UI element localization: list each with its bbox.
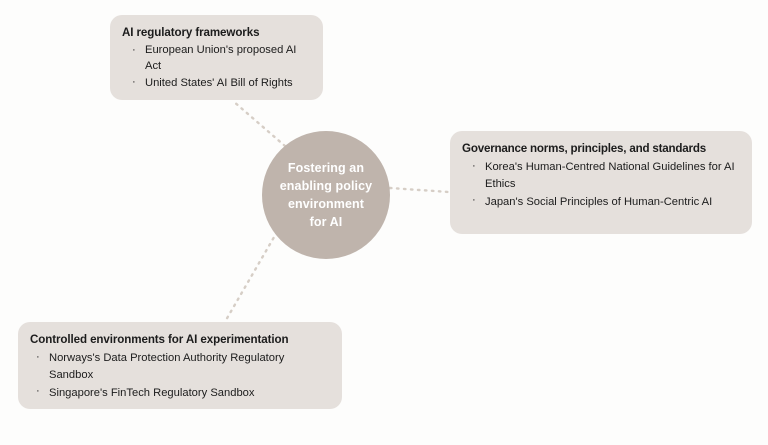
card-title: AI regulatory frameworks [122,26,260,39]
bullet-icon: · [472,159,476,172]
card-item-list: · European Union's proposed AI Act · Uni… [122,43,311,92]
list-item-text: European Union's proposed AI Act [145,44,297,72]
list-item: · Japan's Social Principles of Human-Cen… [472,194,740,211]
bullet-icon: · [36,385,40,398]
list-item-text: Japan's Social Principles of Human-Centr… [485,195,713,208]
hub-circle: Fostering an enabling policy environment… [262,131,390,259]
list-item: · European Union's proposed AI Act [132,43,311,75]
list-item: · United States' AI Bill of Rights [132,76,311,92]
list-item-text: Singapore's FinTech Regulatory Sandbox [49,386,255,399]
card-title: Controlled environments for AI experimen… [30,333,289,346]
card-item-list: · Norways's Data Protection Authority Re… [30,350,330,401]
list-item-text: Korea's Human-Centred National Guideline… [485,161,735,190]
connector-hub-to-frameworks [231,99,287,148]
bullet-icon: · [132,43,136,56]
card-title: Governance norms, principles, and standa… [462,142,706,155]
list-item-text: United States' AI Bill of Rights [145,76,293,89]
bullet-icon: · [472,194,476,207]
card-governance-norms-principles-standards: Governance norms, principles, and standa… [450,131,752,234]
card-item-list: · Korea's Human-Centred National Guideli… [462,159,740,210]
card-controlled-environments-for-ai-experimentation: Controlled environments for AI experimen… [18,322,342,409]
list-item: · Singapore's FinTech Regulatory Sandbox [36,385,330,402]
bullet-icon: · [36,350,40,363]
list-item: · Korea's Human-Centred National Guideli… [472,159,740,193]
card-ai-regulatory-frameworks: AI regulatory frameworks · European Unio… [110,15,323,100]
connector-hub-to-sandboxes [224,230,279,322]
bullet-icon: · [132,76,136,89]
hub-label: Fostering an enabling policy environment… [279,160,373,230]
connector-hub-to-governance [388,186,451,194]
list-item-text: Norways's Data Protection Authority Regu… [49,352,285,381]
list-item: · Norways's Data Protection Authority Re… [36,350,330,384]
